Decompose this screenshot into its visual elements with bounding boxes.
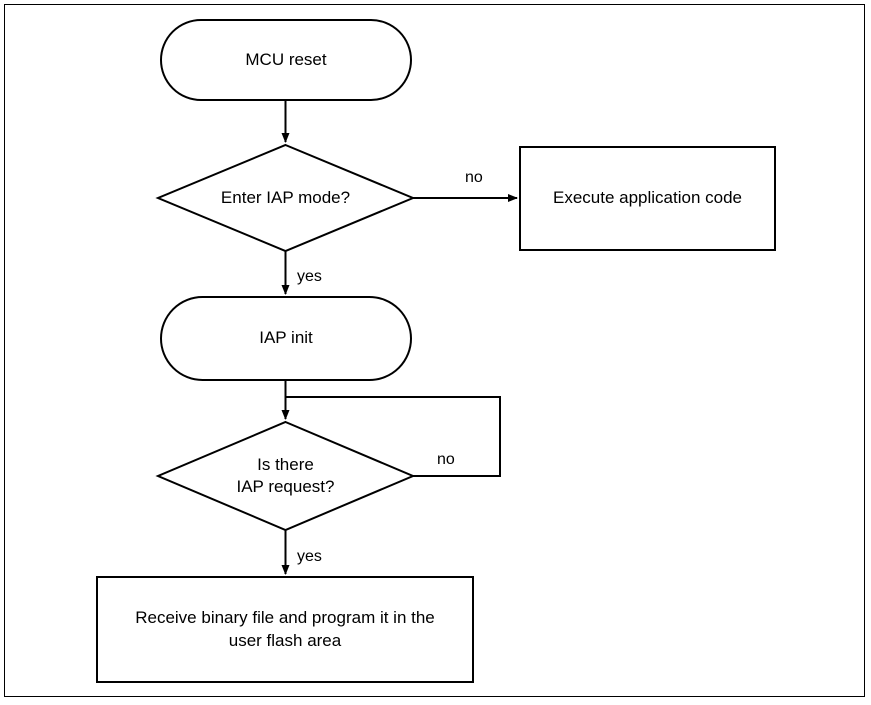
diagram-frame-border (4, 4, 865, 697)
edge-label-yes-1: yes (297, 268, 322, 285)
edge-label-no-1: no (465, 169, 483, 186)
edge-label-yes-2: yes (297, 548, 322, 565)
node-shape-iap-init (160, 296, 412, 381)
node-shape-execute-application-code (519, 146, 776, 251)
edge-decision2-no-loop (285, 396, 501, 477)
edge-label-no-2: no (437, 451, 455, 468)
node-shape-mcu-reset (160, 19, 412, 101)
node-shape-enter-iap-mode (155, 143, 416, 253)
node-shape-receive-binary-file (96, 576, 474, 683)
node-shape-is-there-iap-request (155, 420, 416, 532)
